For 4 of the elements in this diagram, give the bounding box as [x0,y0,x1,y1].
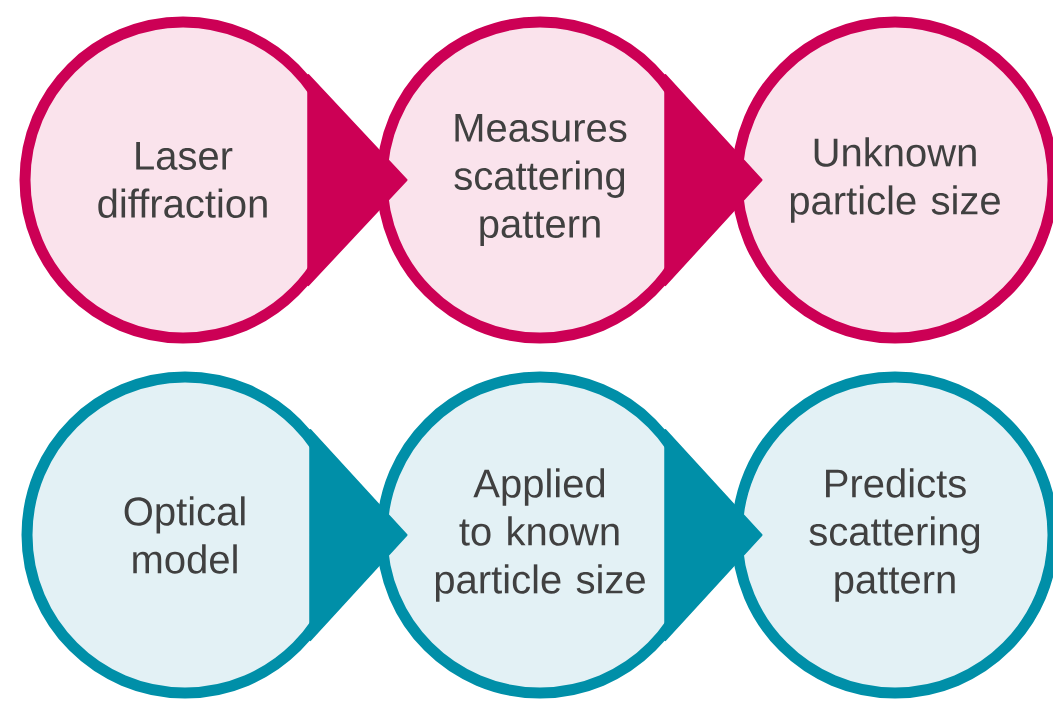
arrow [307,73,408,287]
arrow [664,428,763,642]
arrow [664,73,763,287]
arrow [309,428,408,642]
